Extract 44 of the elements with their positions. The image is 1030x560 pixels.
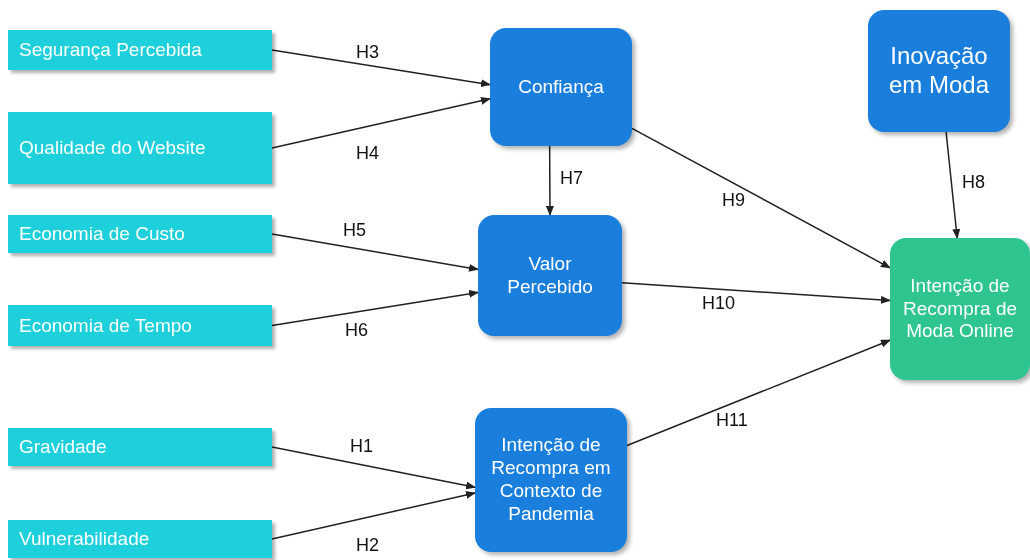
edge-label: H7 xyxy=(560,168,583,189)
node-label: Inovação em Moda xyxy=(887,42,990,100)
arrow xyxy=(271,491,476,540)
arrow xyxy=(945,131,961,239)
node-label: Economia de Tempo xyxy=(19,314,192,337)
node-label: Gravidade xyxy=(19,436,107,458)
construct-box xyxy=(478,215,622,336)
arrow xyxy=(621,282,891,304)
edge-label: H1 xyxy=(350,436,373,457)
edge-label: H6 xyxy=(345,320,368,341)
node-label: Confiança xyxy=(517,75,605,99)
edge-label: H4 xyxy=(356,143,379,164)
node-label: Intenção de Recompra em Contexto de Pandemia xyxy=(490,434,612,526)
construct-box xyxy=(475,408,627,552)
arrow xyxy=(545,145,554,216)
edge-label: H9 xyxy=(722,190,745,211)
edge-label: H11 xyxy=(716,410,748,431)
arrow xyxy=(271,233,479,272)
edge-label: H10 xyxy=(702,293,736,314)
construct-box xyxy=(8,305,272,346)
node-label: Economia de Custo xyxy=(19,223,185,245)
edge-label: H8 xyxy=(962,172,985,193)
arrow xyxy=(271,96,491,149)
construct-box xyxy=(8,428,272,466)
outcome-box xyxy=(890,238,1030,380)
construct-box xyxy=(868,10,1010,132)
construct-box xyxy=(8,30,272,70)
construct-box xyxy=(8,520,272,558)
edge-label: H2 xyxy=(356,535,379,556)
node-label: Valor Percebido xyxy=(506,252,594,299)
node-label: Qualidade do Website xyxy=(19,137,206,159)
arrow xyxy=(271,446,476,490)
node-label: Vulnerabilidade xyxy=(19,528,150,550)
construct-box xyxy=(8,112,272,184)
node-label: Intenção de Recompra de Moda Online xyxy=(901,274,1019,344)
construct-box xyxy=(490,28,632,146)
edge-label: H3 xyxy=(356,42,379,63)
node-label: Segurança Percebida xyxy=(19,39,202,61)
arrow xyxy=(271,289,479,327)
construct-box xyxy=(8,215,272,253)
edge-label: H5 xyxy=(343,220,366,241)
arrow xyxy=(631,127,891,269)
arrow xyxy=(271,49,491,88)
arrow xyxy=(626,339,891,447)
